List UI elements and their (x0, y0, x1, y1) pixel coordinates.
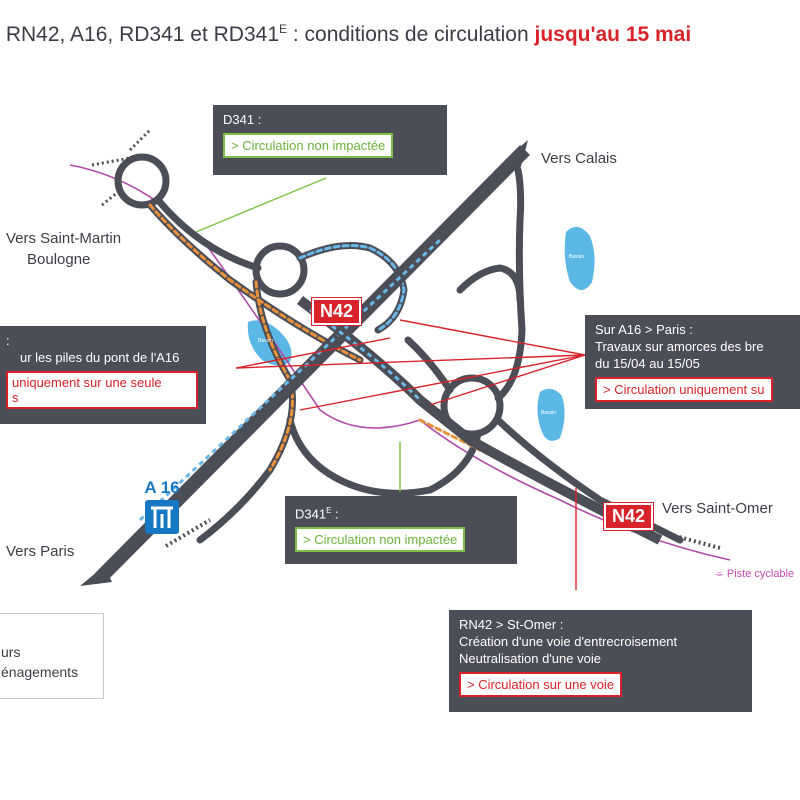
pond-label: Bassin (569, 254, 585, 260)
place-saint-martin: Vers Saint-Martin (6, 230, 122, 247)
status-tag: > Circulation non impactée (295, 527, 466, 553)
status-tag: > Circulation sur une voie (459, 672, 623, 697)
n42-badge-bottom: N42 (604, 503, 654, 530)
a16-badge: A 16 (140, 478, 184, 534)
legend: urs énagements (0, 613, 104, 699)
pond-bottom-right (537, 388, 565, 441)
pond-top-right (564, 226, 595, 290)
info-box-d341e: D341E : > Circulation non impactée (285, 496, 517, 564)
place-paris: Vers Paris (6, 543, 75, 560)
place-calais: Vers Calais (541, 150, 617, 167)
arrow-paris (80, 566, 112, 586)
info-box-rn42: RN42 > St-Omer : Création d'une voie d'e… (449, 610, 752, 712)
pond-label: Bassin (258, 338, 274, 344)
n42-badge-top: N42 (312, 298, 362, 325)
highway-icon (145, 500, 179, 534)
arrow-calais (505, 140, 528, 170)
info-box-a16-paris: Sur A16 > Paris : Travaux sur amorces de… (585, 315, 800, 409)
place-saint-omer: Vers Saint-Omer (662, 500, 773, 517)
status-tag: > Circulation uniquement su (595, 377, 773, 402)
bicycle-icon: ⌯ (715, 568, 727, 580)
info-box-a16-piles: : ur les piles du pont de l'A16 uniqueme… (0, 326, 206, 424)
page-title: RN42, A16, RD341 et RD341E : conditions … (5, 22, 692, 46)
place-boulogne: Boulogne (27, 251, 91, 268)
status-tag: > Circulation non impactée (223, 133, 394, 158)
pond-label: Bassin (541, 410, 557, 416)
place-piste-cyclable: ⌯ Piste cyclable (715, 568, 795, 580)
info-box-d341: D341 : > Circulation non impactée (213, 105, 447, 175)
